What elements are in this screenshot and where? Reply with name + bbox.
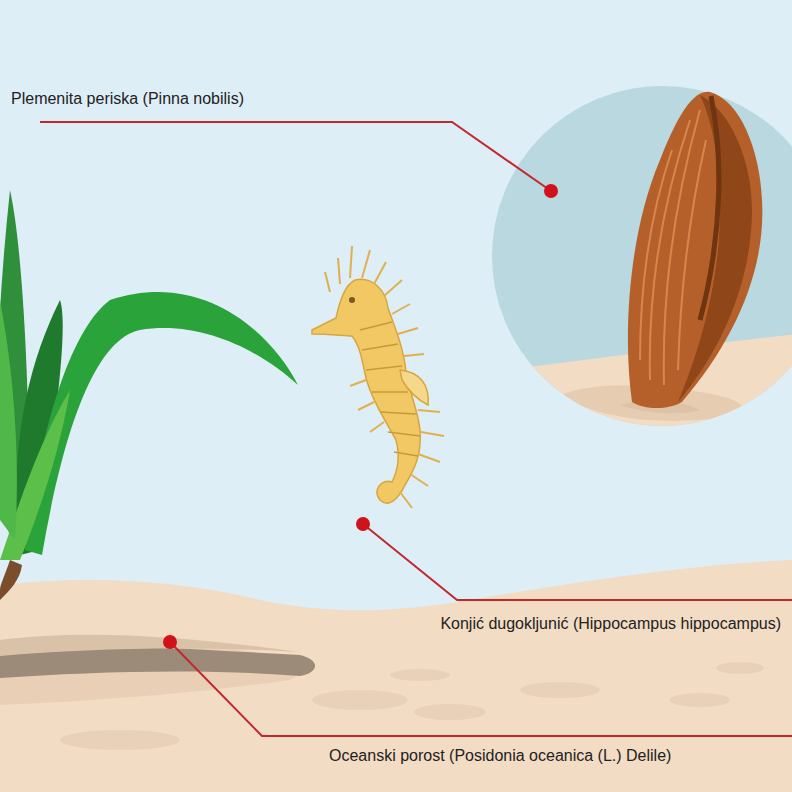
seahorse [312,246,444,508]
rock-top [0,635,300,656]
species-label: Konjić dugokljunić (Hippocampus hippocam… [437,614,784,634]
leader-dots [163,184,558,649]
seabed [0,560,792,792]
species-label: Plemenita periska (Pinna nobilis) [8,89,247,109]
pen-shell [628,92,762,408]
species-label: Oceanski porost (Posidonia oceanica (L.)… [326,746,674,766]
seagrass [0,190,298,600]
leader-lines [40,122,792,736]
